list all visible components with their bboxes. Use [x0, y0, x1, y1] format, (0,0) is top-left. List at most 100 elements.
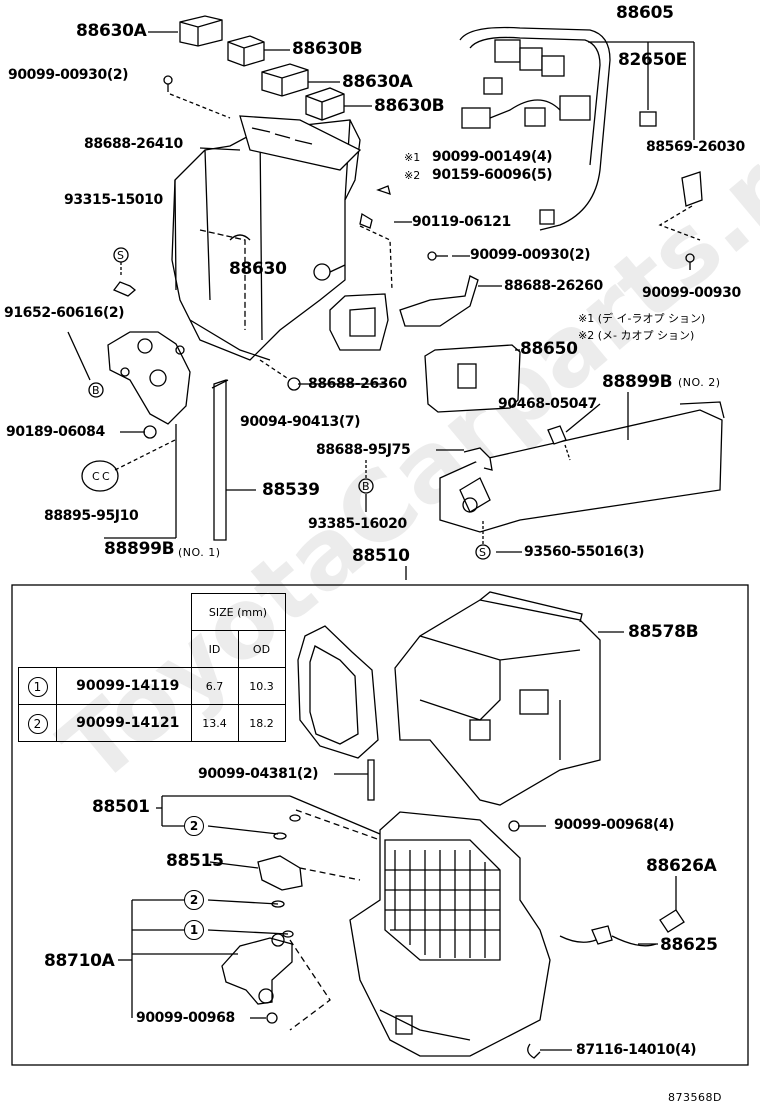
clip-87116-14010	[527, 1043, 541, 1059]
mark-1: ※1	[404, 151, 421, 164]
table-row: 1 90099-14119 6.7 10.3	[18, 667, 286, 705]
callout-B-left	[88, 382, 104, 398]
relay-88630	[313, 263, 346, 281]
clip-82650E	[639, 111, 657, 127]
label-88688-26410: 88688-26410	[84, 136, 183, 152]
screw-90099-00930-right	[685, 253, 695, 270]
relay-88630B-mid	[305, 87, 345, 121]
row-number: 2	[27, 713, 48, 734]
callout-C: C	[92, 470, 101, 483]
row-od: 18.2	[237, 704, 286, 742]
bracket-88688-26260	[399, 275, 479, 327]
label-88688-26260: 88688-26260	[504, 278, 603, 294]
label-88630B: 88630B	[292, 39, 363, 59]
label-90119-06121: 90119-06121	[412, 214, 511, 230]
label-88650: 88650	[520, 339, 578, 359]
label-no1: (NO. 1)	[178, 546, 221, 559]
diagram-code: 873568D	[668, 1091, 722, 1104]
label-90159-60096: 90159-60096(5)	[432, 167, 553, 183]
row-part: 90099-14119	[56, 667, 192, 705]
note-dealer-option: ※1 (デ イ-ラオプ ション)	[578, 312, 706, 325]
relay-88630A-mid	[261, 63, 309, 97]
callout-1: 1	[184, 920, 204, 940]
label-88625: 88625	[660, 935, 718, 955]
size-header: SIZE (mm)	[190, 593, 286, 631]
label-90094-90413: 90094-90413(7)	[240, 414, 361, 430]
label-88510: 88510	[352, 546, 410, 566]
bracket-left	[107, 331, 191, 425]
label-88515: 88515	[166, 851, 224, 871]
callout-S-2: S	[479, 546, 487, 559]
bracket-88688-95J75	[463, 447, 493, 471]
label-88688-26360: 88688-26360	[308, 376, 407, 392]
label-82650E: 82650E	[618, 50, 687, 70]
label-91652-60616: 91652-60616(2)	[4, 305, 125, 321]
screw-90099-00968-4	[508, 820, 520, 832]
callout-B-2: B	[362, 480, 371, 493]
label-88895-95J10: 88895-95J10	[44, 508, 139, 524]
label-93315-15010: 93315-15010	[64, 192, 163, 208]
label-88899B-no1: 88899B	[104, 539, 175, 559]
note-maker-option: ※2 (メ- カオプ ション)	[578, 329, 695, 342]
col-id: ID	[190, 630, 239, 668]
bracket-88569-26030	[681, 171, 703, 207]
duct-88899B-no2	[439, 401, 725, 533]
label-90099-00930-2: 90099-00930(2)	[8, 67, 129, 83]
label-90099-00930: 90099-00930	[642, 285, 741, 301]
label-88569-26030: 88569-26030	[646, 139, 745, 155]
label-90099-00968-4: 90099-00968(4)	[554, 817, 675, 833]
label-88630A: 88630A	[76, 21, 147, 41]
label-90468-05047: 90468-05047	[498, 396, 597, 412]
label-no2: (NO. 2)	[678, 376, 721, 389]
amplifier-88650	[424, 344, 521, 413]
label-88710A: 88710A	[44, 951, 115, 971]
assembly-frame	[11, 584, 749, 1066]
table-row: 2 90099-14121 13.4 18.2	[18, 704, 286, 742]
callout-S: S	[117, 249, 125, 262]
label-88630A-2: 88630A	[342, 72, 413, 92]
label-90099-00149: 90099-00149(4)	[432, 149, 553, 165]
screw-90119-06121	[359, 212, 373, 229]
relay-88630A-top	[179, 15, 223, 47]
label-88630B-2: 88630B	[374, 96, 445, 116]
mark-2: ※2	[404, 169, 421, 182]
label-88578B: 88578B	[628, 622, 699, 642]
label-87116-14010: 87116-14010(4)	[576, 1042, 697, 1058]
screw-90099-00968	[266, 1012, 278, 1024]
hose-size-table: SIZE (mm) ID OD 1 90099-14119 6.7 10.3 2…	[18, 593, 286, 742]
label-93560-55016: 93560-55016(3)	[524, 544, 645, 560]
screw-90099-00930-mid	[427, 251, 448, 261]
label-93385-16020: 93385-16020	[308, 516, 407, 532]
row-id: 6.7	[190, 667, 239, 705]
row-id: 13.4	[190, 704, 239, 742]
expansion-valve-88710A	[221, 933, 293, 1005]
screw-90099-00930	[163, 75, 173, 92]
label-88630: 88630	[229, 259, 287, 279]
callout-B: B	[92, 384, 101, 397]
seal-frame	[297, 625, 379, 759]
screw-90099-00149	[376, 185, 391, 195]
label-88539: 88539	[262, 480, 320, 500]
clip-88626A	[659, 909, 685, 933]
label-90099-00968: 90099-00968	[136, 1010, 235, 1026]
wire-harness-88605	[459, 26, 611, 231]
label-90189-06084: 90189-06084	[6, 424, 105, 440]
grommet-88895-95J10	[81, 460, 119, 492]
col-od: OD	[237, 630, 286, 668]
relay-88630B-top	[227, 35, 265, 67]
blower-unit-body	[171, 115, 362, 361]
label-88626A: 88626A	[646, 856, 717, 876]
label-90099-00930-2b: 90099-00930(2)	[470, 247, 591, 263]
row-part: 90099-14121	[56, 704, 192, 742]
lower-case-evaporator	[349, 811, 551, 1057]
o-ring	[273, 832, 287, 840]
drain-hose-88539	[211, 379, 229, 541]
thermistor-88625	[559, 925, 657, 947]
label-88605: 88605	[616, 3, 674, 23]
clip-90468-05047	[547, 425, 567, 445]
label-88899B-no2: 88899B	[602, 372, 673, 392]
label-90099-04381: 90099-04381(2)	[198, 766, 319, 782]
callout-2-b: 2	[184, 890, 204, 910]
nut-90189-06084	[143, 425, 157, 439]
